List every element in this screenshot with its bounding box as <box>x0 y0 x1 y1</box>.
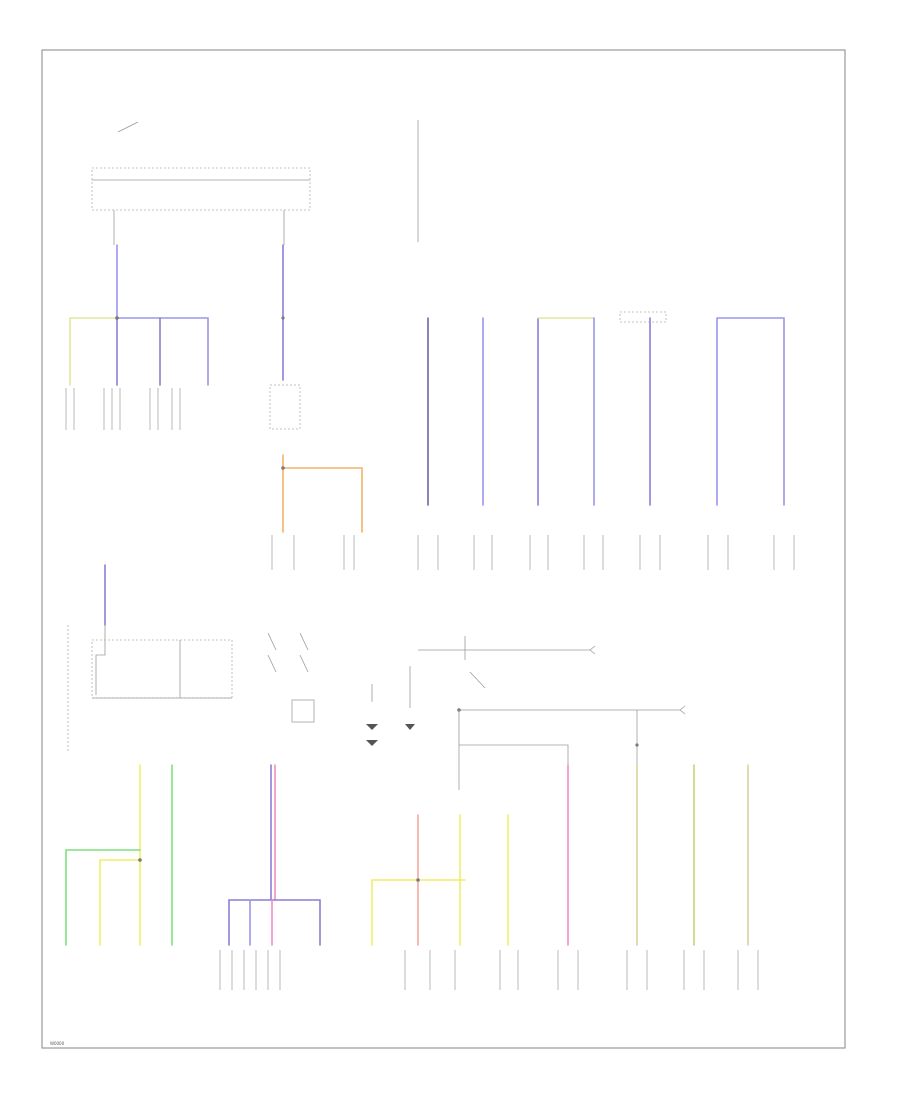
middle-left-block <box>67 564 233 752</box>
splice-dot-icon <box>281 316 639 747</box>
lower-left-wires <box>65 764 173 946</box>
lower-right-wires <box>557 764 759 990</box>
right-circuits <box>427 311 785 506</box>
fuse-block-top <box>91 121 311 245</box>
centre-left-wires <box>269 244 363 570</box>
middle-switches <box>267 632 415 730</box>
page-code: W0000 <box>50 1041 65 1046</box>
ground-symbol-icon <box>366 740 378 746</box>
left-connectors <box>65 388 181 430</box>
diagram-frame <box>41 49 846 1049</box>
lower-middle-wires <box>371 814 519 990</box>
right-connectors <box>417 535 795 570</box>
left-branch-wires <box>69 244 209 386</box>
middle-right-junction <box>418 636 686 790</box>
lower-left-center-wires <box>219 764 321 990</box>
